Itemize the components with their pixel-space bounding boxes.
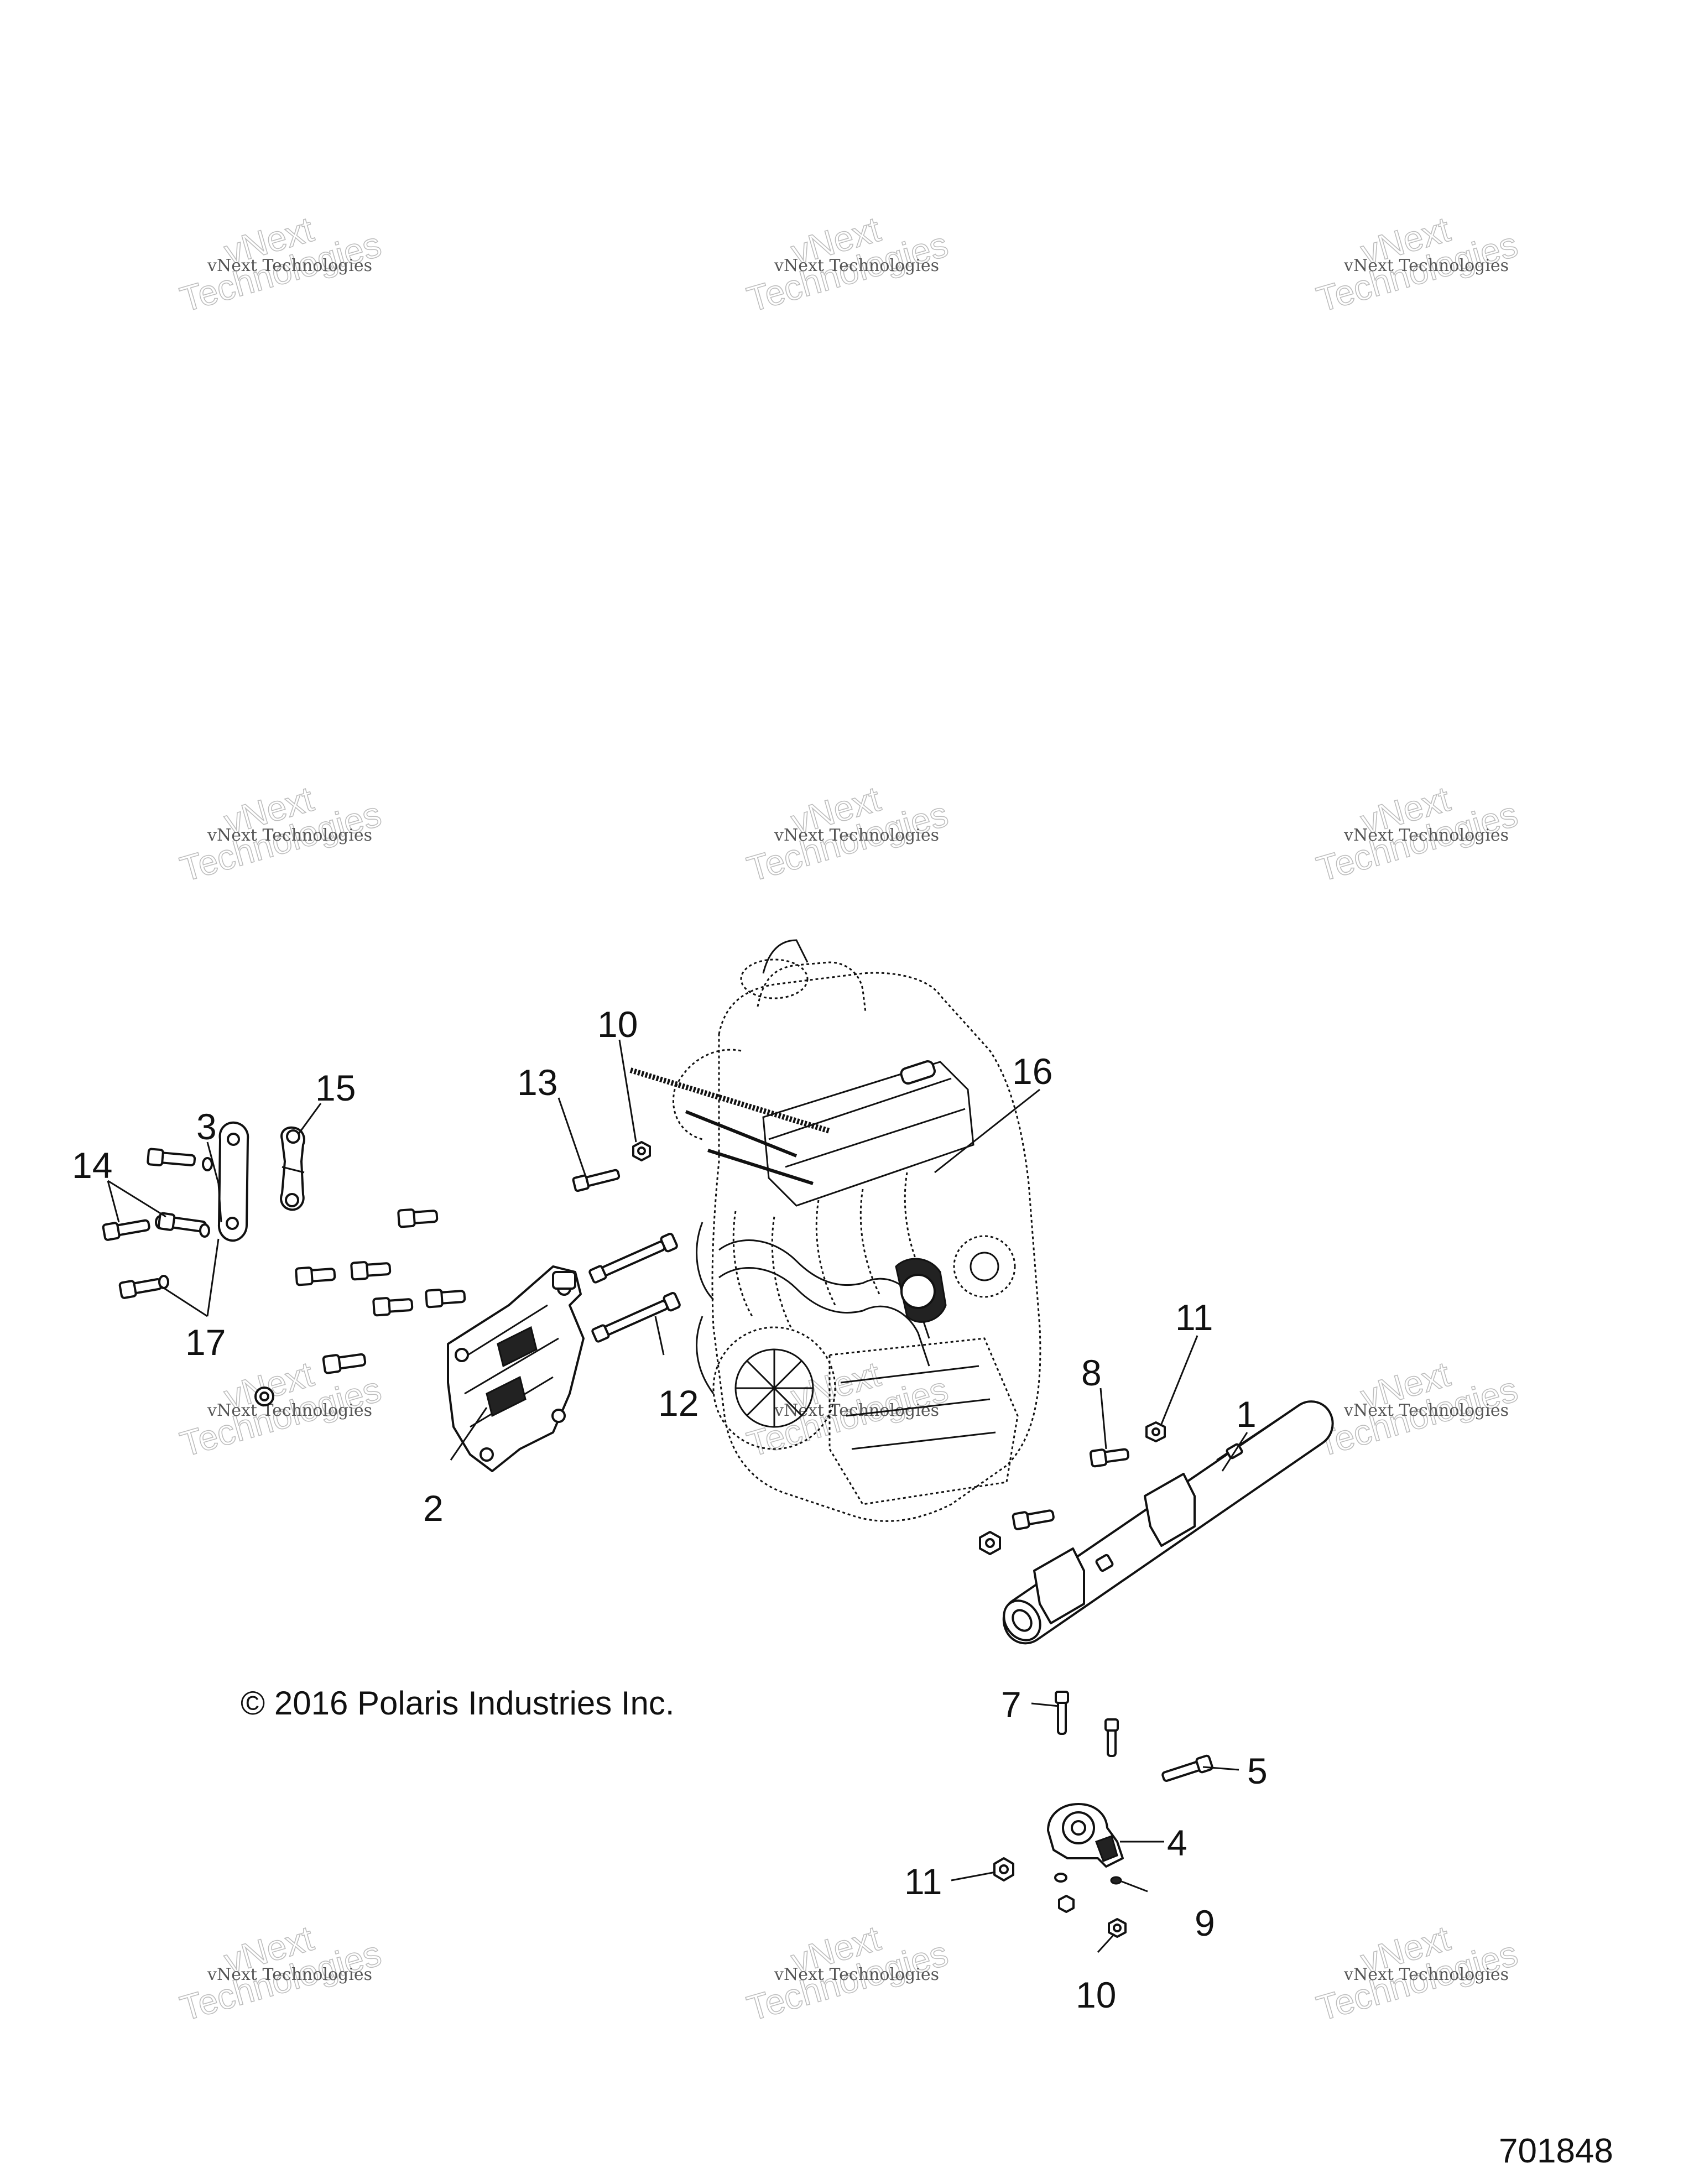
callout-9: 9 (1195, 1902, 1215, 1943)
bolt-part-7 (1055, 1691, 1069, 1735)
bolt (425, 1289, 466, 1309)
nut (979, 1531, 1001, 1555)
bolt (295, 1266, 336, 1286)
watermark: Technologies vNext vNext Technologies (1312, 209, 1523, 320)
bolt (372, 1297, 414, 1317)
callout-1: 1 (1236, 1394, 1257, 1435)
callout-8: 8 (1081, 1352, 1102, 1393)
cross-tube-part-1 (1002, 1400, 1334, 1645)
callout-14: 14 (72, 1145, 112, 1186)
bolt-part-13 (572, 1169, 621, 1192)
nut-hole (259, 1391, 269, 1401)
bolt (350, 1261, 392, 1281)
bracket-plate-part-3 (217, 1121, 249, 1242)
nut-part-11-upper (1145, 1421, 1166, 1442)
watermark: Technologies vNext vNext Technologies (1312, 778, 1523, 889)
bolt (397, 1208, 439, 1228)
long-bolt-part-12-lower (591, 1292, 681, 1343)
bolt-part-5 (1161, 1754, 1213, 1782)
engine-mount-plate-part-2 (447, 1265, 585, 1472)
bolt (322, 1353, 367, 1374)
svg-text:vNext Technologies: vNext Technologies (207, 1401, 372, 1420)
bolt (1104, 1718, 1119, 1757)
watermark-row-4: Technologies vNext vNext Technologies Te… (175, 1917, 1523, 2029)
watermark-row-2: Technologies vNext vNext Technologies Te… (175, 778, 1523, 889)
watermark: Technologies vNext vNext Technologies (742, 1917, 953, 2029)
watermark: Technologies vNext vNext Technologies (175, 209, 386, 320)
long-bolt-part-12-upper (588, 1233, 678, 1284)
washer (199, 1223, 210, 1238)
nut-part-10-upper (632, 1141, 651, 1161)
callout-11-lower: 11 (904, 1861, 942, 1902)
callout-2: 2 (423, 1488, 444, 1529)
watermark: Technologies vNext vNext Technologies (1312, 1353, 1523, 1464)
svg-text:vNext Technologies: vNext Technologies (207, 1965, 372, 1984)
link-part-15 (280, 1126, 305, 1211)
bolt (1012, 1509, 1055, 1530)
callout-12: 12 (658, 1383, 699, 1424)
watermark-row-1: Technologies vNext vNext Technologies Te… (175, 209, 1523, 320)
callout-4: 4 (1167, 1822, 1187, 1863)
bolt-14-middle (157, 1212, 207, 1233)
engine-assembly (629, 939, 1041, 1522)
bolt-14-upper (147, 1148, 196, 1166)
svg-text:vNext Technologies: vNext Technologies (207, 826, 372, 845)
washer (1054, 1873, 1067, 1883)
callout-3: 3 (196, 1106, 217, 1147)
mount-part-4 (1047, 1803, 1124, 1868)
svg-text:vNext Technologies: vNext Technologies (774, 256, 939, 275)
watermark: Technologies vNext vNext Technologies (175, 1353, 386, 1464)
bolt-17-lower (118, 1278, 163, 1299)
svg-text:vNext Technologies: vNext Technologies (774, 826, 939, 845)
watermark: Technologies vNext vNext Technologies (175, 1917, 386, 2029)
callout-numbers: 3 15 14 17 13 10 16 12 2 8 11 1 7 5 4 11… (72, 1004, 1268, 2015)
bolt-14-lower (102, 1219, 150, 1241)
watermark: Technologies vNext vNext Technologies (175, 778, 386, 889)
callout-15: 15 (315, 1067, 356, 1108)
watermark: Technologies vNext vNext Technologies (742, 778, 953, 889)
nut-part-11-lower (993, 1857, 1014, 1881)
bolt-part-8 (1089, 1448, 1130, 1468)
watermark: Technologies vNext vNext Technologies (1312, 1917, 1523, 2029)
callout-11-upper: 11 (1175, 1297, 1213, 1338)
svg-text:vNext Technologies: vNext Technologies (1343, 256, 1509, 275)
watermark: Technologies vNext vNext Technologies (742, 209, 953, 320)
callout-16: 16 (1012, 1051, 1052, 1092)
callout-5: 5 (1247, 1750, 1268, 1791)
washer (202, 1157, 213, 1171)
svg-text:vNext Technologies: vNext Technologies (1343, 826, 1509, 845)
fasteners-left-cluster (102, 1148, 213, 1299)
svg-text:vNext Technologies: vNext Technologies (774, 1965, 939, 1984)
svg-text:vNext Technologies: vNext Technologies (207, 256, 372, 275)
nut (1058, 1895, 1075, 1913)
svg-text:vNext Technologies: vNext Technologies (1343, 1401, 1509, 1420)
callout-10-upper: 10 (597, 1004, 638, 1045)
copyright-notice: © 2016 Polaris Industries Inc. (241, 1685, 675, 1722)
washer-part-9 (1110, 1876, 1122, 1885)
callout-17: 17 (185, 1322, 226, 1363)
callout-13: 13 (517, 1062, 557, 1103)
svg-text:vNext Technologies: vNext Technologies (1343, 1965, 1509, 1984)
nut-part-10-lower (1108, 1918, 1127, 1938)
leader-lines (107, 1039, 1248, 1953)
callout-7: 7 (1001, 1684, 1022, 1725)
callout-10-lower: 10 (1076, 1974, 1116, 2015)
figure-number: 701848 (1499, 2132, 1613, 2170)
mount-plate-bolts (254, 1208, 466, 1406)
